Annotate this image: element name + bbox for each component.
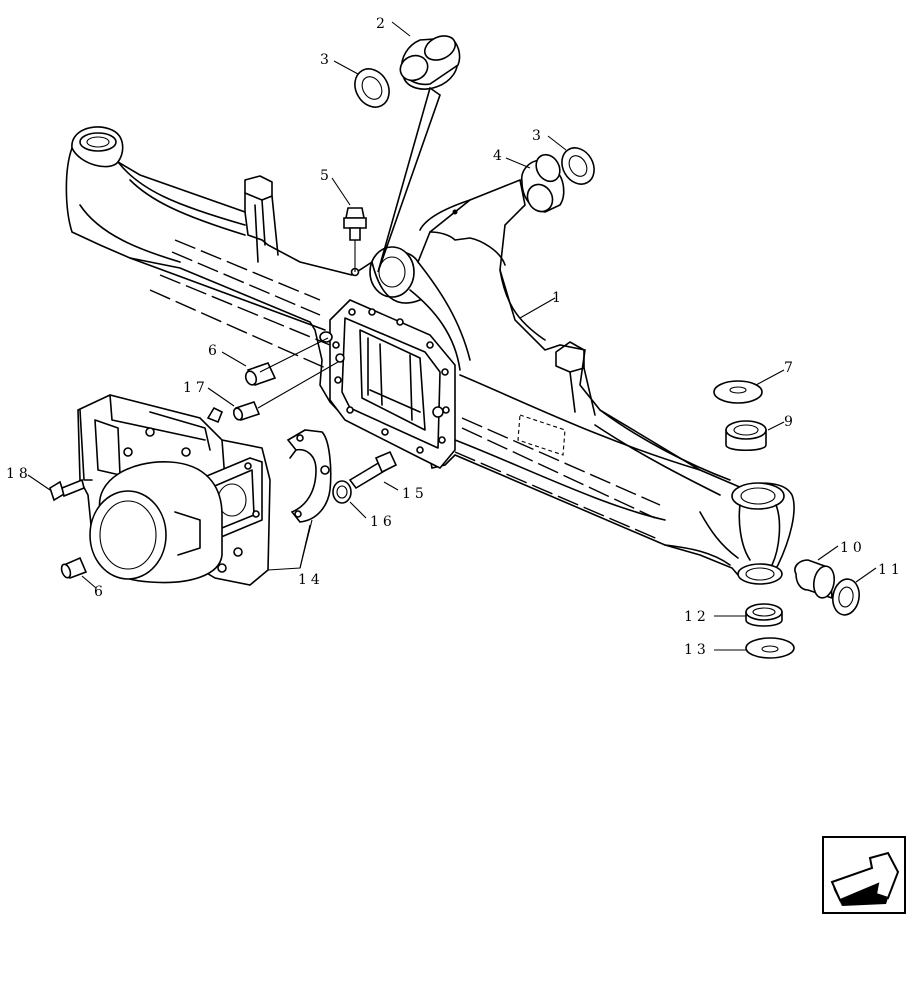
seal-9 xyxy=(725,420,767,452)
callout-15: 15 xyxy=(402,486,428,502)
callout-11: 11 xyxy=(878,562,904,578)
callout-9: 9 xyxy=(784,414,797,430)
washer-7 xyxy=(713,380,763,404)
callout-7: 7 xyxy=(784,360,797,376)
callout-3-right: 3 xyxy=(532,128,545,144)
callout-13: 13 xyxy=(684,642,710,658)
back-arrow-icon[interactable] xyxy=(822,836,906,914)
callout-16: 16 xyxy=(370,514,396,530)
pivot-support-14 xyxy=(77,394,332,586)
seal-12 xyxy=(745,603,783,627)
washer-13 xyxy=(745,637,795,659)
callout-10: 10 xyxy=(840,540,866,556)
callout-2: 2 xyxy=(376,16,389,32)
callout-labels: 2 3 3 4 5 1 6 17 7 9 10 11 12 13 14 15 1… xyxy=(6,16,904,658)
bolt-18 xyxy=(49,478,85,502)
callout-6-upper: 6 xyxy=(208,343,221,359)
callout-1: 1 xyxy=(552,290,565,306)
washer-3-right xyxy=(561,147,595,185)
callout-14: 14 xyxy=(298,572,324,588)
callout-18: 18 xyxy=(6,466,32,482)
grease-nipple-5 xyxy=(343,207,367,272)
callout-3-top: 3 xyxy=(320,52,333,68)
plug-6-lower xyxy=(60,556,88,580)
pointer-wedge xyxy=(377,86,441,273)
callout-leaders xyxy=(27,21,877,651)
bush-2 xyxy=(399,35,461,90)
callout-5: 5 xyxy=(320,168,333,184)
washer-3-top xyxy=(354,68,390,108)
bolt-15 xyxy=(348,450,398,490)
dowel-17 xyxy=(232,401,261,421)
callout-17: 17 xyxy=(183,380,209,396)
washer-11 xyxy=(832,578,860,616)
callout-12: 12 xyxy=(684,609,710,625)
bush-4 xyxy=(520,153,565,213)
callout-6-lower: 6 xyxy=(94,584,107,600)
plug-6-upper xyxy=(244,362,277,386)
bush-16 xyxy=(332,480,352,504)
bush-10 xyxy=(794,559,836,600)
callout-4: 4 xyxy=(493,148,506,164)
axle-housing xyxy=(65,126,795,585)
